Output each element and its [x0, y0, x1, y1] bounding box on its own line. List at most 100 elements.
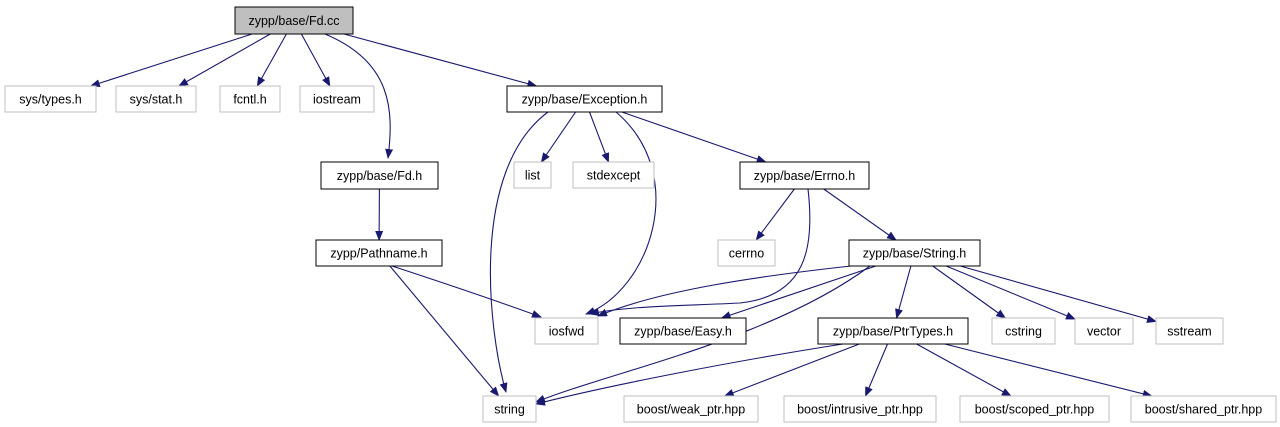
node-fd-h[interactable]: zypp/base/Fd.h — [320, 161, 439, 190]
node-fcntl: fcntl.h — [219, 85, 281, 113]
edge-exception-h-to-iosfwd — [585, 111, 657, 315]
node-label: cstring — [1005, 325, 1042, 339]
node-label: zypp/base/Exception.h — [522, 93, 648, 107]
node-box — [572, 161, 655, 189]
node-label: iosfwd — [549, 325, 584, 339]
node-label: zypp/Pathname.h — [330, 247, 427, 261]
edge-ptrtypes-h-to-weak-ptr — [723, 343, 860, 397]
node-shared-ptr: boost/shared_ptr.hpp — [1130, 395, 1277, 423]
node-label: cerrno — [729, 247, 764, 261]
node-cerrno: cerrno — [717, 239, 776, 267]
edge-pathname-h-to-string — [389, 265, 500, 397]
edge-fd-cc-to-sys-types — [89, 33, 253, 88]
node-label: string — [494, 403, 525, 417]
edge-exception-h-to-string — [489, 111, 549, 393]
node-box — [315, 239, 443, 267]
node-box — [219, 85, 281, 113]
node-label: zypp/base/Easy.h — [634, 325, 732, 339]
node-label: stdexcept — [587, 169, 641, 183]
node-label: vector — [1087, 325, 1121, 339]
node-label: zypp/base/String.h — [863, 247, 967, 261]
edges-layer — [89, 33, 1157, 406]
edge-exception-h-to-errno-h — [621, 111, 767, 163]
node-iostream: iostream — [299, 85, 375, 113]
node-box — [299, 85, 375, 113]
edge-string-h-to-vector — [945, 265, 1076, 320]
edge-ptrtypes-h-to-shared-ptr — [944, 343, 1153, 398]
edge-fd-cc-to-fcntl — [256, 33, 287, 87]
node-sys-stat: sys/stat.h — [115, 85, 197, 113]
edge-ptrtypes-h-to-scoped-ptr — [916, 343, 1012, 397]
node-iosfwd: iosfwd — [534, 317, 599, 345]
node-label: boost/scoped_ptr.hpp — [975, 403, 1095, 417]
node-scoped-ptr: boost/scoped_ptr.hpp — [959, 395, 1110, 423]
node-label: boost/weak_ptr.hpp — [637, 403, 745, 417]
node-pathname-h[interactable]: zypp/Pathname.h — [315, 239, 443, 267]
node-label: boost/shared_ptr.hpp — [1145, 403, 1262, 417]
edge-fd-cc-to-iostream — [300, 33, 331, 87]
node-box — [4, 85, 97, 113]
edge-fd-cc-to-fd-h — [324, 33, 394, 159]
node-ptrtypes-h[interactable]: zypp/base/PtrTypes.h — [817, 317, 969, 345]
edge-string-h-to-sstream — [960, 265, 1157, 323]
node-label: iostream — [313, 93, 361, 107]
node-box — [234, 6, 354, 35]
node-label: sys/types.h — [19, 93, 82, 107]
node-box — [1130, 395, 1277, 423]
edge-string-h-to-iosfwd — [597, 265, 852, 317]
node-label: zypp/base/Fd.cc — [248, 14, 339, 28]
edge-string-h-to-ptrtypes-h — [895, 265, 912, 319]
node-box — [619, 317, 747, 345]
edge-string-h-to-easy-h — [720, 265, 877, 319]
node-weak-ptr: boost/weak_ptr.hpp — [623, 395, 759, 423]
edge-string-h-to-string — [535, 265, 871, 403]
node-box — [991, 317, 1056, 345]
node-vector: vector — [1074, 317, 1134, 345]
node-label: list — [525, 169, 541, 183]
node-box — [817, 317, 969, 345]
node-box — [115, 85, 197, 113]
node-string-h[interactable]: zypp/base/String.h — [848, 239, 981, 267]
edge-ptrtypes-h-to-string — [535, 343, 844, 406]
node-fd-cc[interactable]: zypp/base/Fd.cc — [234, 6, 354, 35]
node-box — [739, 161, 870, 190]
node-easy-h[interactable]: zypp/base/Easy.h — [619, 317, 747, 345]
node-intrusive-ptr: boost/intrusive_ptr.hpp — [783, 395, 937, 423]
node-box — [959, 395, 1110, 423]
node-box — [506, 85, 663, 113]
node-exception-h[interactable]: zypp/base/Exception.h — [506, 85, 663, 113]
edge-string-h-to-cstring — [932, 265, 1007, 319]
edge-errno-h-to-cerrno — [755, 188, 795, 241]
node-box — [783, 395, 937, 423]
edge-pathname-h-to-iosfwd — [391, 265, 542, 318]
node-label: boost/intrusive_ptr.hpp — [797, 403, 923, 417]
node-box — [1074, 317, 1134, 345]
edge-fd-cc-to-exception-h — [343, 33, 538, 88]
node-label: zypp/base/PtrTypes.h — [833, 325, 953, 339]
edge-errno-h-to-iosfwd — [589, 188, 811, 316]
node-errno-h[interactable]: zypp/base/Errno.h — [739, 161, 870, 190]
node-label: sys/stat.h — [130, 93, 183, 107]
node-cstring: cstring — [991, 317, 1056, 345]
node-label: zypp/base/Errno.h — [754, 169, 855, 183]
node-label: sstream — [1167, 325, 1211, 339]
node-box — [534, 317, 599, 345]
node-box — [717, 239, 776, 267]
node-list: list — [513, 161, 552, 189]
node-stdexcept: stdexcept — [572, 161, 655, 189]
node-box — [623, 395, 759, 423]
edge-fd-cc-to-sys-stat — [178, 33, 271, 87]
edge-exception-h-to-list — [540, 111, 577, 163]
edge-errno-h-to-string-h — [823, 188, 897, 241]
node-sstream: sstream — [1155, 317, 1224, 345]
node-label: fcntl.h — [233, 93, 266, 107]
node-box — [1155, 317, 1224, 345]
node-string: string — [482, 395, 537, 423]
edge-exception-h-to-stdexcept — [588, 111, 610, 163]
node-box — [320, 161, 439, 190]
node-box — [482, 395, 537, 423]
edge-ptrtypes-h-to-intrusive-ptr — [864, 343, 889, 397]
nodes-layer: zypp/base/Fd.cc sys/types.h sys/stat.h fcnt… — [4, 6, 1277, 423]
node-sys-types: sys/types.h — [4, 85, 97, 113]
